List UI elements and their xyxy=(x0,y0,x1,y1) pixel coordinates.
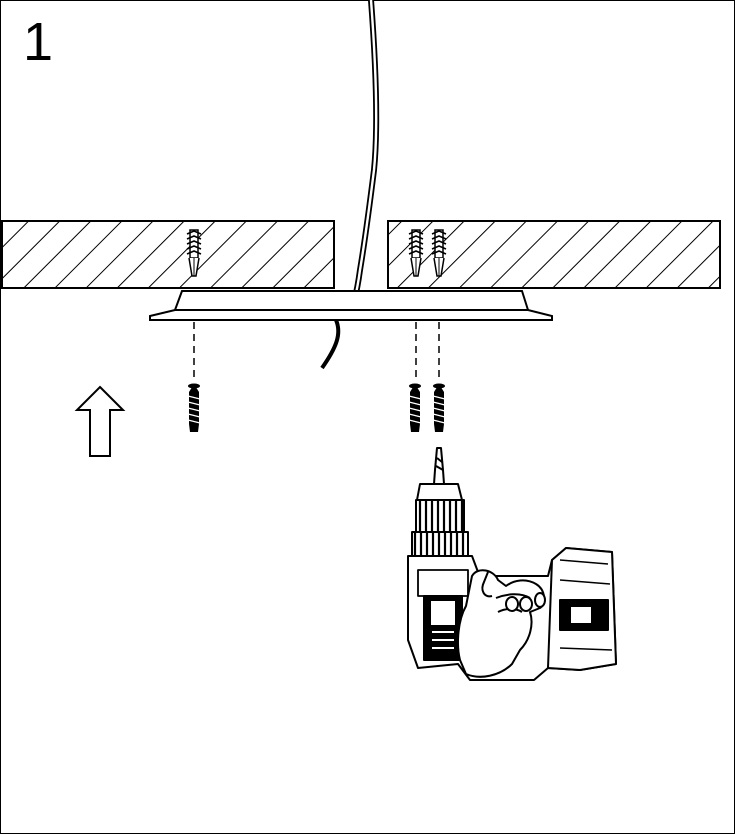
screw-left xyxy=(187,382,201,433)
ceiling-slab-left xyxy=(1,220,335,289)
up-arrow-icon xyxy=(74,385,126,457)
step-number: 1 xyxy=(23,12,54,72)
ceiling-mount-base xyxy=(149,290,553,321)
cordless-drill-icon xyxy=(407,447,617,681)
power-cable xyxy=(320,0,380,370)
screw-guide-lines xyxy=(193,322,440,378)
screw-middle xyxy=(408,382,422,433)
screw-right xyxy=(432,382,446,433)
